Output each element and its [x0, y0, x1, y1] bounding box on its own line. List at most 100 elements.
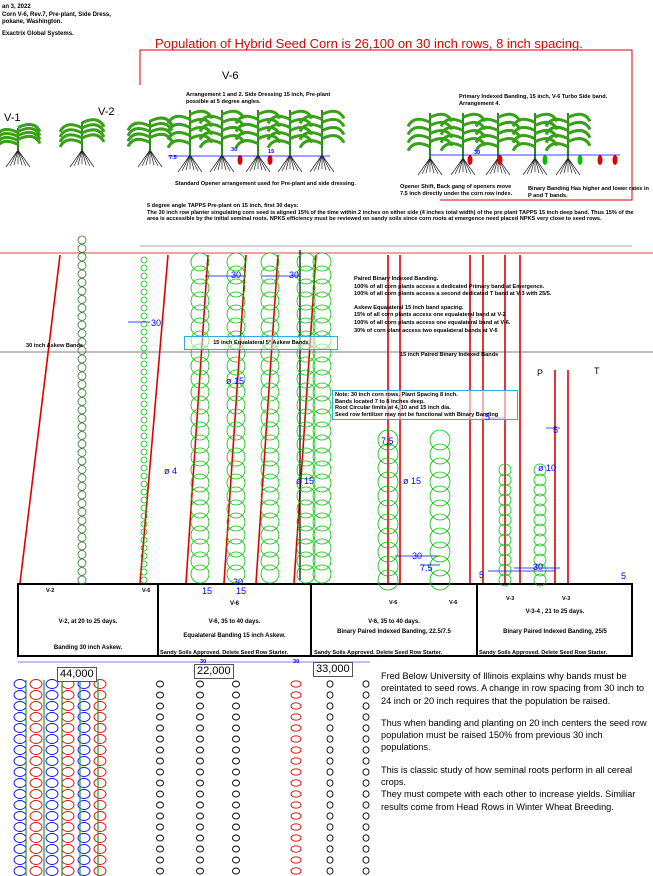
root-circle-v2	[77, 575, 87, 585]
fertilizer-band	[19, 254, 61, 584]
plant-v6-leaf	[298, 130, 323, 141]
population-seed-44k	[77, 756, 91, 766]
plant-v1-leaf	[17, 130, 42, 141]
root-circle-small	[140, 256, 148, 264]
plant-v6-leaf	[166, 139, 191, 149]
root-circle-v6	[296, 486, 316, 506]
panel-tag-left: V-2	[46, 588, 55, 594]
population-seed-22k	[196, 691, 204, 699]
root-circle-v2	[77, 465, 87, 474]
label-v1: V-1	[4, 112, 21, 124]
panel-v6-binary: V-6 V-6 V-6, 35 to 40 days. Binary Paire…	[311, 584, 477, 656]
plant-v2b-leaf	[126, 121, 151, 132]
root-circle-small	[140, 312, 148, 320]
root-circle-v6	[226, 564, 246, 584]
plant-v6-leaf	[234, 114, 259, 125]
root-circle-v6	[296, 434, 316, 454]
plant-v6-right-leaf	[474, 125, 499, 136]
root-circle-v6	[190, 538, 210, 558]
root-circle-small	[140, 360, 148, 368]
population-seed-33k	[362, 757, 370, 765]
plant-v6-leaf	[166, 130, 191, 141]
plant-v2b-root	[145, 149, 151, 166]
plant-v6-right-root	[530, 157, 536, 174]
population-seed-44k	[13, 800, 27, 810]
root-circle-v6	[190, 304, 210, 324]
population-seed-22k	[156, 856, 164, 864]
plant-v6-root	[177, 154, 191, 173]
root-circle-binary	[377, 513, 399, 535]
plant-v2b-leaf	[126, 137, 151, 148]
population-seed-44k	[61, 800, 75, 810]
population-seed-44k	[13, 767, 27, 777]
population-seed-44k	[77, 723, 91, 733]
root-circle-small	[140, 544, 148, 552]
paired-line: 100% of all corn plants access a second …	[354, 291, 552, 298]
plant-v6-right-root	[485, 157, 499, 176]
root-circle-small	[140, 512, 148, 520]
population-44000: 44,000	[57, 667, 97, 682]
plant-v6-root	[257, 154, 271, 173]
population-seed-22k	[196, 856, 204, 864]
plant-v6-right-root	[425, 157, 431, 174]
root-circle-small	[140, 528, 148, 536]
root-circle-v6	[296, 564, 316, 584]
panel-v6-equalateral: V-6 V-6, 35 to 40 days. Equalateral Band…	[159, 584, 310, 656]
root-circle-v6	[226, 486, 246, 506]
root-circle-small	[140, 280, 148, 288]
root-circle-small	[140, 384, 148, 392]
plant-v6-root	[221, 154, 227, 171]
population-rows	[13, 661, 370, 876]
population-seed-44k	[61, 745, 75, 755]
plant-v6-leaf	[198, 114, 223, 125]
population-seed-44k	[77, 800, 91, 810]
root-circle-v3	[533, 573, 547, 587]
fertilizer-band	[293, 254, 317, 584]
root-circle-v2	[77, 278, 87, 287]
dim-75-plants: 7.5	[169, 155, 177, 161]
population-seed-44k	[61, 822, 75, 832]
population-seed-33k	[326, 680, 334, 688]
root-circle-v2	[77, 448, 87, 457]
population-seed-33k	[326, 834, 334, 842]
plant-v6-right-leaf	[406, 133, 431, 144]
population-seed-22k	[156, 790, 164, 798]
population-seed-44k	[93, 866, 107, 876]
root-circle-v6	[190, 460, 210, 480]
population-seed-22k	[156, 724, 164, 732]
plant-v6-leaf	[298, 122, 323, 133]
root-circle-v6	[190, 525, 210, 545]
population-seed-44k	[13, 844, 27, 854]
dim-dia15-c: ø 15	[403, 476, 422, 486]
root-circle-binary	[377, 471, 399, 493]
root-circle-v2	[77, 388, 87, 398]
annotation-opener-shift: Opener Shift, Back gang of openers move …	[400, 184, 513, 197]
plant-v6-root	[313, 154, 323, 172]
root-circle-v2	[77, 337, 87, 347]
root-circle-v6	[312, 538, 332, 558]
population-seed-44k	[13, 745, 27, 755]
root-circle-v2	[77, 303, 87, 313]
plant-v6-right-root	[563, 157, 569, 174]
root-circle-small	[140, 464, 148, 472]
band-dot-red	[597, 155, 603, 165]
root-circle-binary	[429, 569, 451, 591]
population-seed-22k	[156, 845, 164, 853]
root-circle-v6	[312, 291, 332, 311]
population-seed-44k	[77, 811, 91, 821]
plant-v6-leaf	[298, 114, 323, 125]
population-seed-44k	[93, 789, 107, 799]
population-seed-33k	[326, 746, 334, 754]
plant-v6-right-leaf	[474, 142, 499, 152]
plant-v6-right-leaf	[439, 117, 464, 128]
root-circle-v6	[296, 278, 316, 298]
root-circle-v6	[226, 304, 246, 324]
header-line: Corn V-6, Rev.7, Pre-plant, Side Dress,	[2, 11, 111, 18]
root-circle-binary	[429, 429, 451, 451]
root-circle-small	[140, 368, 148, 376]
label-v2: V-2	[98, 106, 115, 118]
population-seed-44k	[29, 701, 43, 711]
population-seed-33k	[326, 812, 334, 820]
population-seed-44k	[29, 844, 43, 854]
plant-v6-root	[289, 154, 303, 173]
